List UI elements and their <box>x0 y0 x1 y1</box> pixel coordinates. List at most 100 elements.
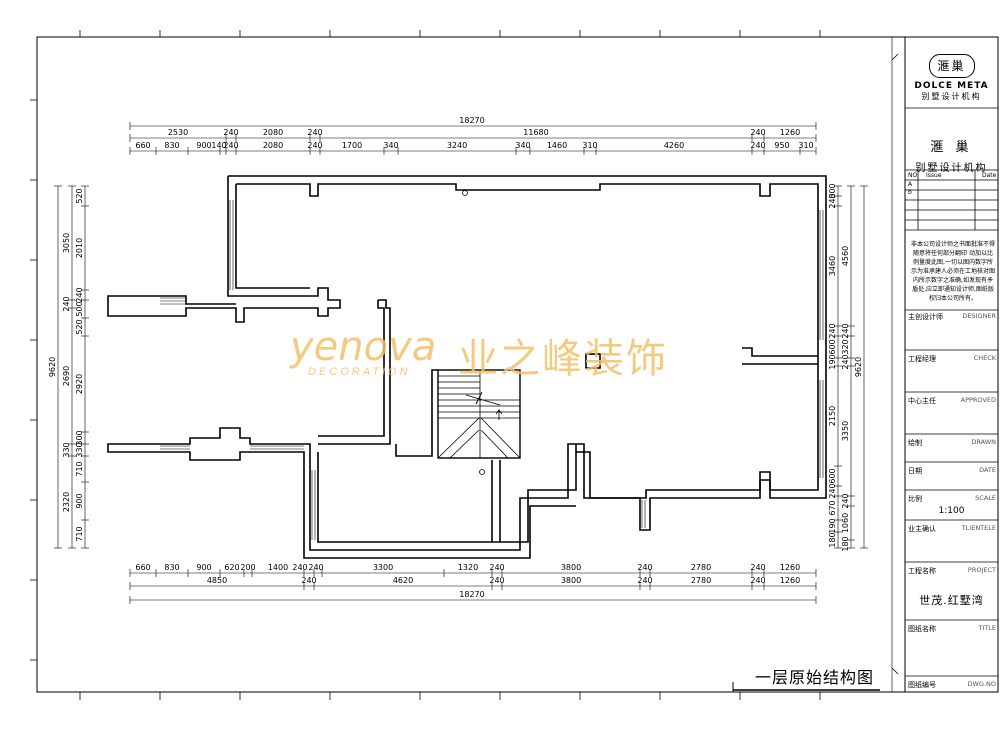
dim-top: 2080 <box>263 128 283 137</box>
dim-left2: 2920 <box>75 374 84 394</box>
logo-seal: 滙巢 <box>928 54 975 78</box>
dim-top2: 310 <box>582 141 597 150</box>
inner-wall-main <box>236 183 819 543</box>
row-label: 绘制 <box>908 439 922 447</box>
left-wing-upper <box>107 176 341 323</box>
dim-left: 3050 <box>62 233 71 253</box>
dim-top2: 1700 <box>342 141 362 150</box>
dim-bottom: 240 <box>292 563 307 572</box>
dim-top2: 240 <box>750 141 765 150</box>
windows <box>160 200 824 540</box>
dim-top2: 950 <box>774 141 789 150</box>
dim-bottom2: 4620 <box>393 576 413 585</box>
dimension-text: 18270 2530 240 2080 240 11680 240 1260 6… <box>135 116 813 599</box>
dim-top2: 240 <box>307 141 322 150</box>
outer-wall-main <box>107 175 827 559</box>
rev-date: Date <box>982 172 997 179</box>
dim-bottom: 2780 <box>691 563 711 572</box>
dim-left2: 900 <box>75 493 84 508</box>
dim-right: 2150 <box>828 406 837 426</box>
dim-left2: 300 <box>75 430 84 445</box>
dim-top2: 900 <box>196 141 211 150</box>
row-label: 图纸编号 <box>908 681 936 689</box>
dim-bottom: 1320 <box>458 563 478 572</box>
dim-left-overall: 9620 <box>48 357 57 377</box>
dim-left: 330 <box>62 442 71 457</box>
row-label-en: CHECK <box>973 354 996 362</box>
dim-top: 240 <box>223 128 238 137</box>
drawing-title: 一层原始结构图 <box>755 668 875 687</box>
dim-top2: 4260 <box>664 141 684 150</box>
dim-right: 600 <box>828 339 837 354</box>
dim-bottom: 3300 <box>373 563 393 572</box>
row-label: 图纸名称 <box>908 625 936 633</box>
row-label-en: TITLE <box>978 624 996 632</box>
rev-no: NO. <box>908 172 919 179</box>
dim-bottom2: 240 <box>750 576 765 585</box>
dim-top2: 2080 <box>263 141 283 150</box>
row-label-en: DATE <box>979 466 996 474</box>
dim-bottom-overall: 18270 <box>459 590 484 599</box>
dim-bottom: 830 <box>164 563 179 572</box>
dim-right-overall: 9620 <box>854 357 863 377</box>
dim-bottom2: 240 <box>489 576 504 585</box>
dim-left: 240 <box>62 296 71 311</box>
dim-top2: 3240 <box>447 141 467 150</box>
dim-bottom: 3800 <box>561 563 581 572</box>
row-label: 工程经理 <box>908 355 936 363</box>
dim-left: 2690 <box>62 366 71 386</box>
dim-right: 240 <box>828 483 837 498</box>
dim-top: 11680 <box>523 128 548 137</box>
drain-point <box>462 190 468 196</box>
row-label-en: APPROVED <box>960 396 996 404</box>
dim-left2: 710 <box>75 526 84 541</box>
outer-frame <box>36 36 999 693</box>
staircase <box>437 369 521 459</box>
dim-right: 240 <box>828 193 837 208</box>
dim-right: 190 <box>828 518 837 533</box>
dim-left2: 330 <box>75 442 84 457</box>
dim-top2: 140 <box>211 141 226 150</box>
dim-bottom: 240 <box>489 563 504 572</box>
interior-walls <box>318 299 818 542</box>
row-label-en: DWG.NO <box>967 680 996 688</box>
dim-right2: 240 <box>841 493 850 508</box>
dim-right: 190 <box>828 354 837 369</box>
copyright-notice: 非本公司设计师之书面批准不得随意将任何部分翻印 动加以比例量度此图,一切以图内数… <box>911 241 996 302</box>
dim-bottom: 1260 <box>780 563 800 572</box>
dim-top: 2530 <box>168 128 188 137</box>
row-label: 日期 <box>908 467 922 475</box>
dim-right: 180 <box>828 532 837 547</box>
dim-left2: 520 <box>75 188 84 203</box>
dim-top: 240 <box>750 128 765 137</box>
company-logo: 滙巢 DOLCE META 别墅设计机构 <box>905 40 998 108</box>
drain-point-2 <box>479 469 485 475</box>
dim-left2: 500 <box>75 301 84 316</box>
dim-top2: 660 <box>135 141 150 150</box>
dim-top2: 340 <box>515 141 530 150</box>
logo-chinese: 别墅设计机构 <box>921 92 982 101</box>
dim-right: 240 <box>828 323 837 338</box>
row-label-en: DRAWN <box>971 438 996 446</box>
dim-bottom: 620 <box>224 563 239 572</box>
dim-top2: 310 <box>798 141 813 150</box>
dim-right: 300 <box>828 183 837 198</box>
dim-bottom: 240 <box>637 563 652 572</box>
dim-right2: 4560 <box>841 246 850 266</box>
dim-right2: 1060 <box>841 513 850 533</box>
dim-bottom2: 1260 <box>780 576 800 585</box>
wall-outline <box>107 175 827 559</box>
dim-bottom2: 240 <box>301 576 316 585</box>
firm-subtitle: 别墅设计机构 <box>915 163 988 174</box>
dim-right: 600 <box>828 468 837 483</box>
dimension-text-right: 300 240 3460 240 600 190 2150 600 240 67… <box>828 183 863 551</box>
frame-ticks <box>30 30 899 700</box>
dim-left2: 2010 <box>75 238 84 258</box>
dim-right2: 240 <box>841 354 850 369</box>
rev-row-a: A <box>908 181 913 188</box>
firm-name: 滙 巢 <box>930 140 973 155</box>
dim-left2: 240 <box>75 287 84 302</box>
dim-top: 1260 <box>780 128 800 137</box>
dim-bottom2: 4850 <box>207 576 227 585</box>
